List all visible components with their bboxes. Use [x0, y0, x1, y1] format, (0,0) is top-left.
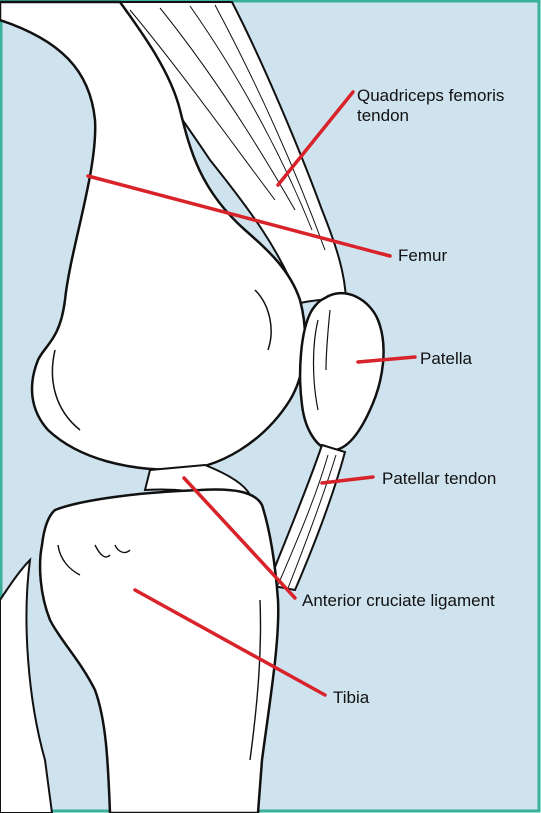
femur-label: Femur	[398, 246, 447, 266]
acl-label: Anterior cruciate ligament	[302, 591, 495, 611]
quadriceps-tendon-label: Quadriceps femoris tendon	[357, 86, 537, 126]
patellar-tendon-label: Patellar tendon	[382, 469, 496, 489]
patella-label: Patella	[420, 349, 472, 369]
quadriceps-label-line1: Quadriceps femoris	[357, 86, 537, 106]
tibia-label: Tibia	[333, 688, 369, 708]
quadriceps-label-line2: tendon	[357, 106, 537, 126]
